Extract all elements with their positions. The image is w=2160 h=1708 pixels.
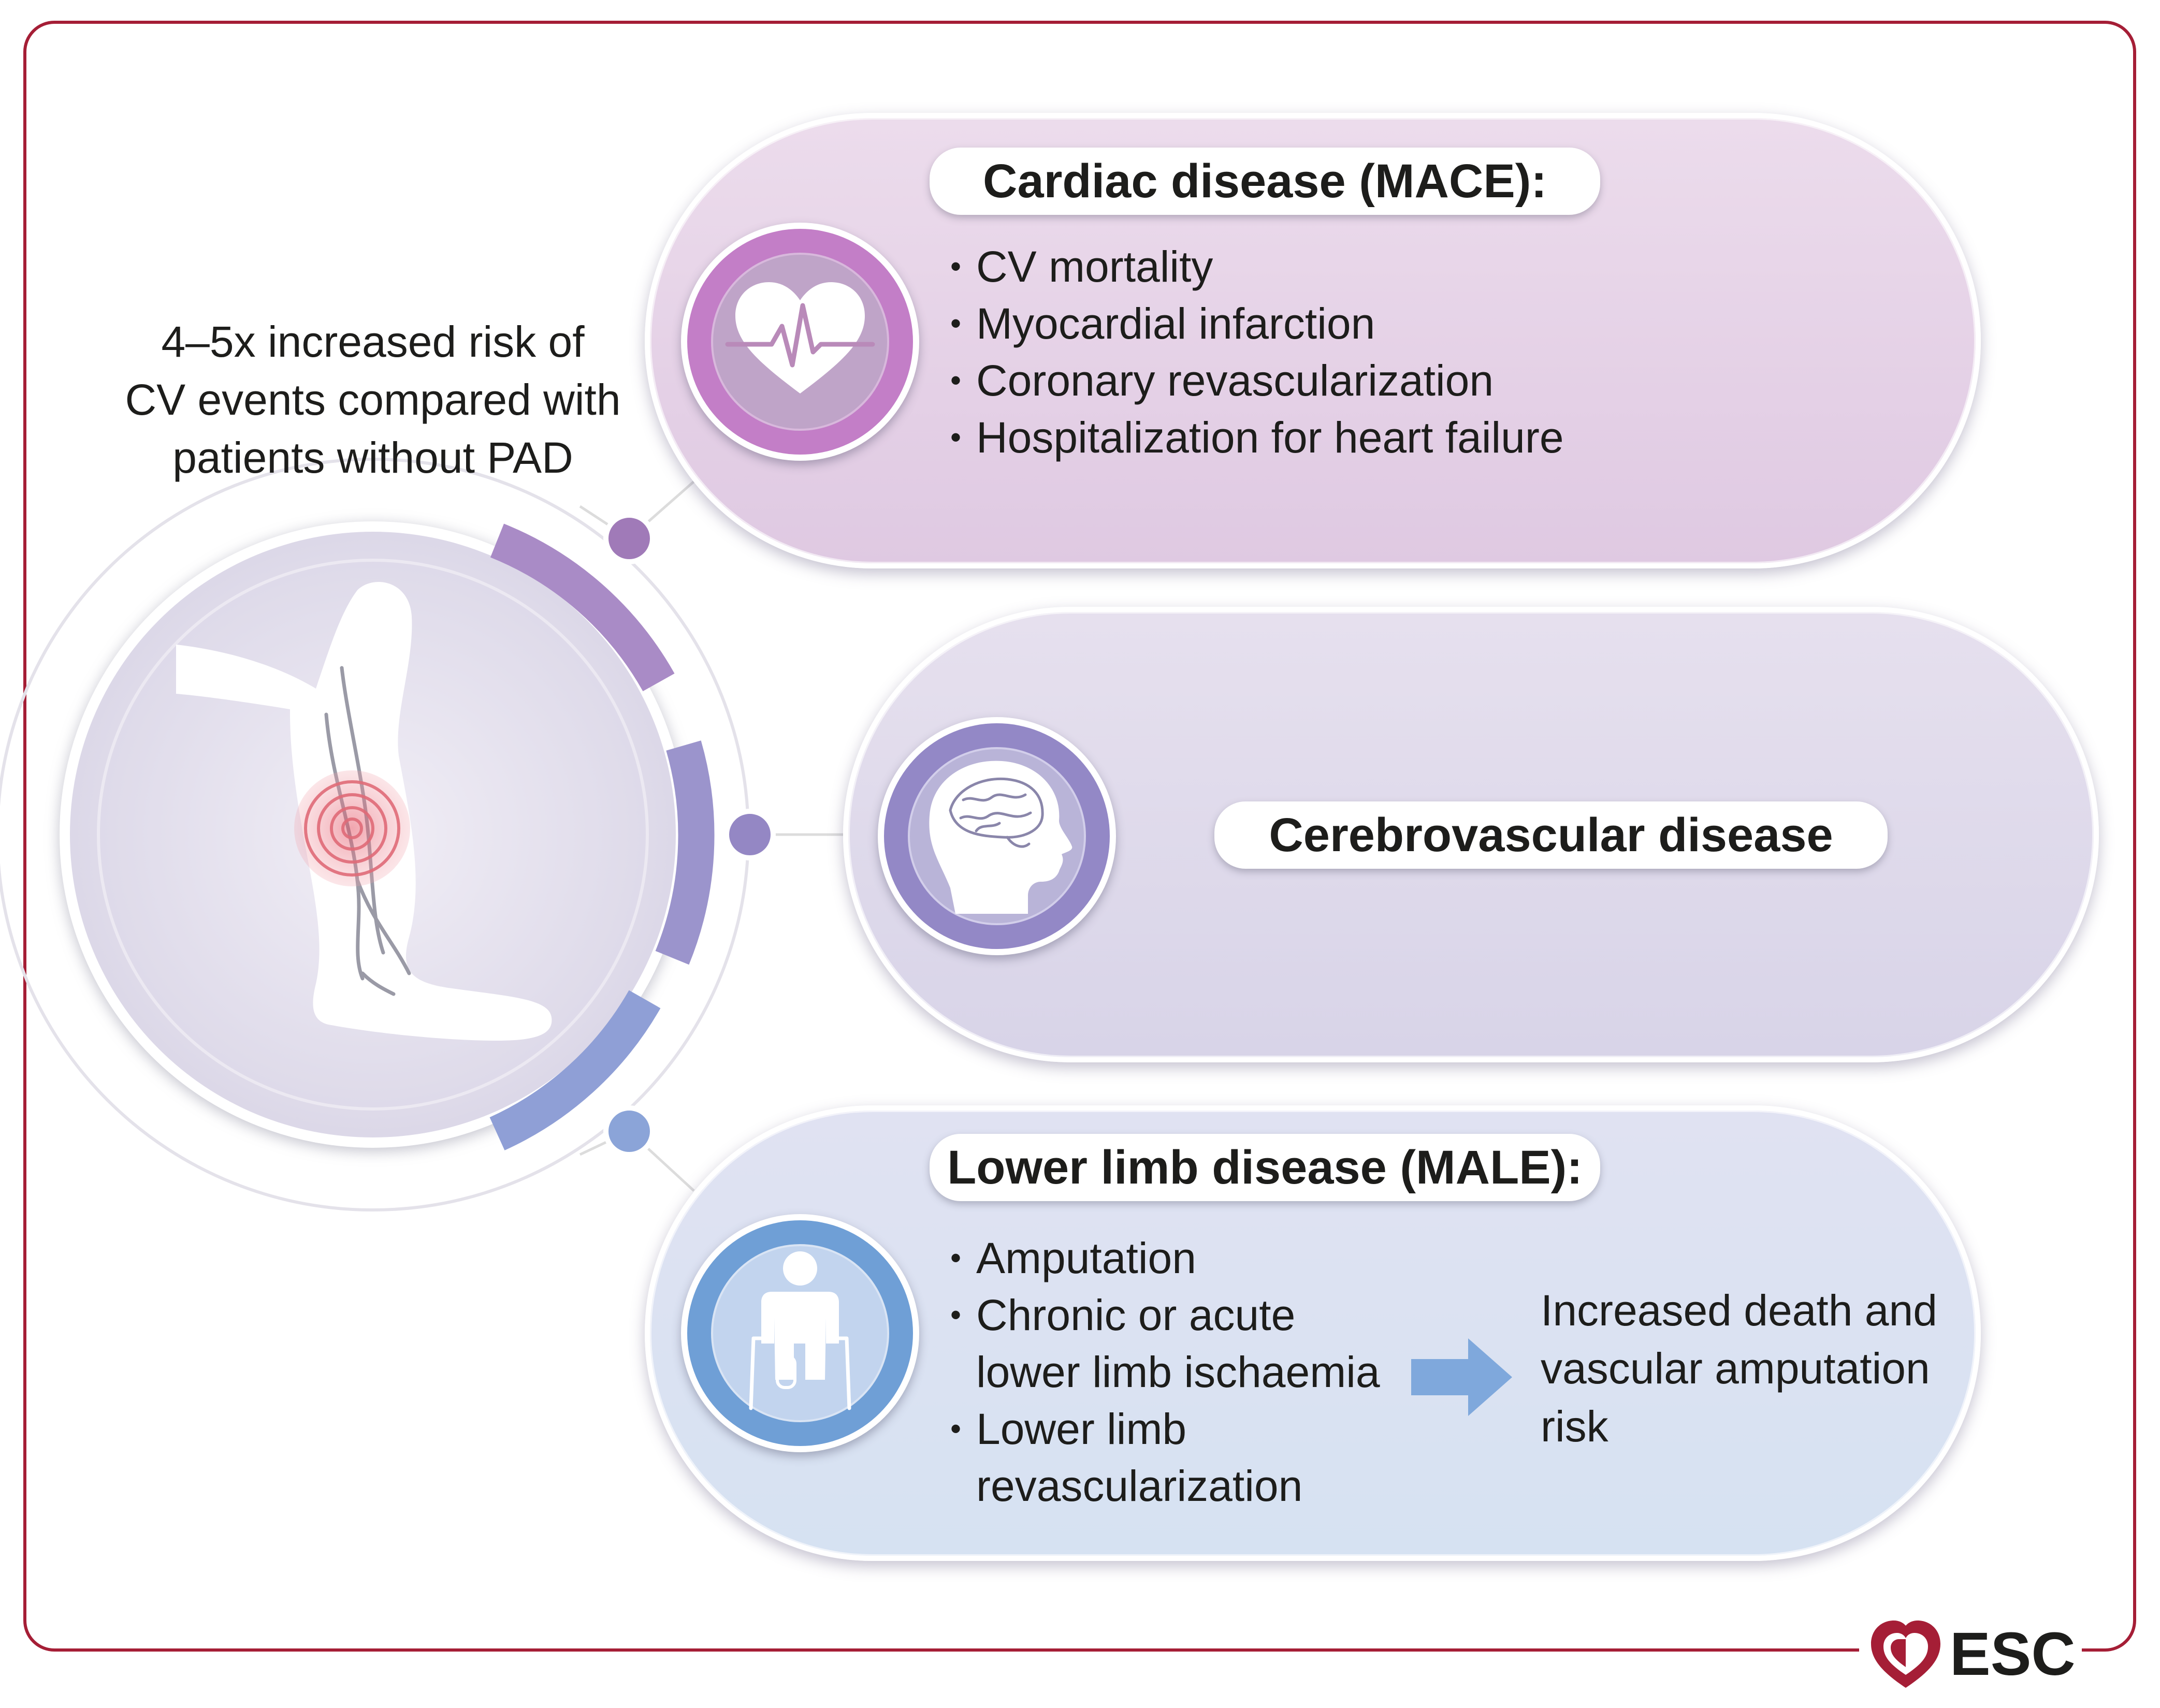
list-item-line: Lower limb bbox=[976, 1405, 1187, 1453]
amputee-crutches-icon bbox=[681, 1214, 919, 1452]
list-item: Amputation bbox=[950, 1230, 1380, 1287]
cardiac-list: CV mortality Myocardial infarction Coron… bbox=[950, 238, 1564, 466]
list-item: Coronary revascularization bbox=[950, 352, 1564, 409]
list-item-line: Chronic or acute bbox=[976, 1291, 1296, 1339]
brain-head-icon bbox=[878, 717, 1116, 955]
dot-cerebro bbox=[724, 809, 776, 860]
esc-logo: ESC bbox=[1859, 1615, 2082, 1693]
list-item-line: lower limb ischaemia bbox=[976, 1348, 1380, 1396]
risk-line: patients without PAD bbox=[172, 433, 573, 482]
list-item: Hospitalization for heart failure bbox=[950, 409, 1564, 466]
cerebrovascular-heading: Cerebrovascular disease bbox=[1214, 801, 1888, 869]
lower-limb-list: Amputation Chronic or acute lower limb i… bbox=[950, 1230, 1380, 1514]
lower-limb-heading: Lower limb disease (MALE): bbox=[930, 1134, 1600, 1201]
esc-heart-icon bbox=[1871, 1621, 1940, 1688]
lower-limb-heading-text: Lower limb disease (MALE): bbox=[947, 1141, 1583, 1194]
risk-line: 4–5x increased risk of bbox=[161, 317, 585, 366]
list-item: Chronic or acute lower limb ischaemia bbox=[950, 1287, 1380, 1400]
list-item-line: revascularization bbox=[976, 1462, 1303, 1510]
arrow-right-icon bbox=[1411, 1338, 1512, 1416]
list-item: CV mortality bbox=[950, 238, 1564, 295]
cerebrovascular-heading-text: Cerebrovascular disease bbox=[1269, 809, 1833, 862]
arc-limb bbox=[489, 990, 661, 1150]
outcome-line: risk bbox=[1541, 1402, 1608, 1451]
list-item: Lower limb revascularization bbox=[950, 1400, 1380, 1514]
cardiac-heading: Cardiac disease (MACE): bbox=[930, 148, 1600, 215]
dot-limb bbox=[603, 1105, 655, 1157]
list-item: Myocardial infarction bbox=[950, 295, 1564, 352]
outcome-line: Increased death and bbox=[1541, 1286, 1937, 1335]
esc-logo-text: ESC bbox=[1950, 1620, 2076, 1688]
risk-note: 4–5x increased risk of CV events compare… bbox=[83, 313, 663, 487]
heart-ecg-icon bbox=[681, 223, 919, 461]
arc-segments bbox=[489, 523, 715, 1150]
outcome-line: vascular amputation bbox=[1541, 1344, 1930, 1393]
cardiac-heading-text: Cardiac disease (MACE): bbox=[983, 155, 1547, 208]
leg-artery-icon bbox=[176, 582, 552, 1041]
dot-cardiac bbox=[603, 513, 655, 564]
lower-limb-outcome: Increased death and vascular amputation … bbox=[1541, 1281, 1937, 1455]
arc-cardiac bbox=[490, 523, 675, 692]
outer-frame bbox=[23, 21, 2136, 1652]
risk-line: CV events compared with bbox=[125, 375, 621, 424]
arc-cerebro bbox=[655, 740, 715, 965]
